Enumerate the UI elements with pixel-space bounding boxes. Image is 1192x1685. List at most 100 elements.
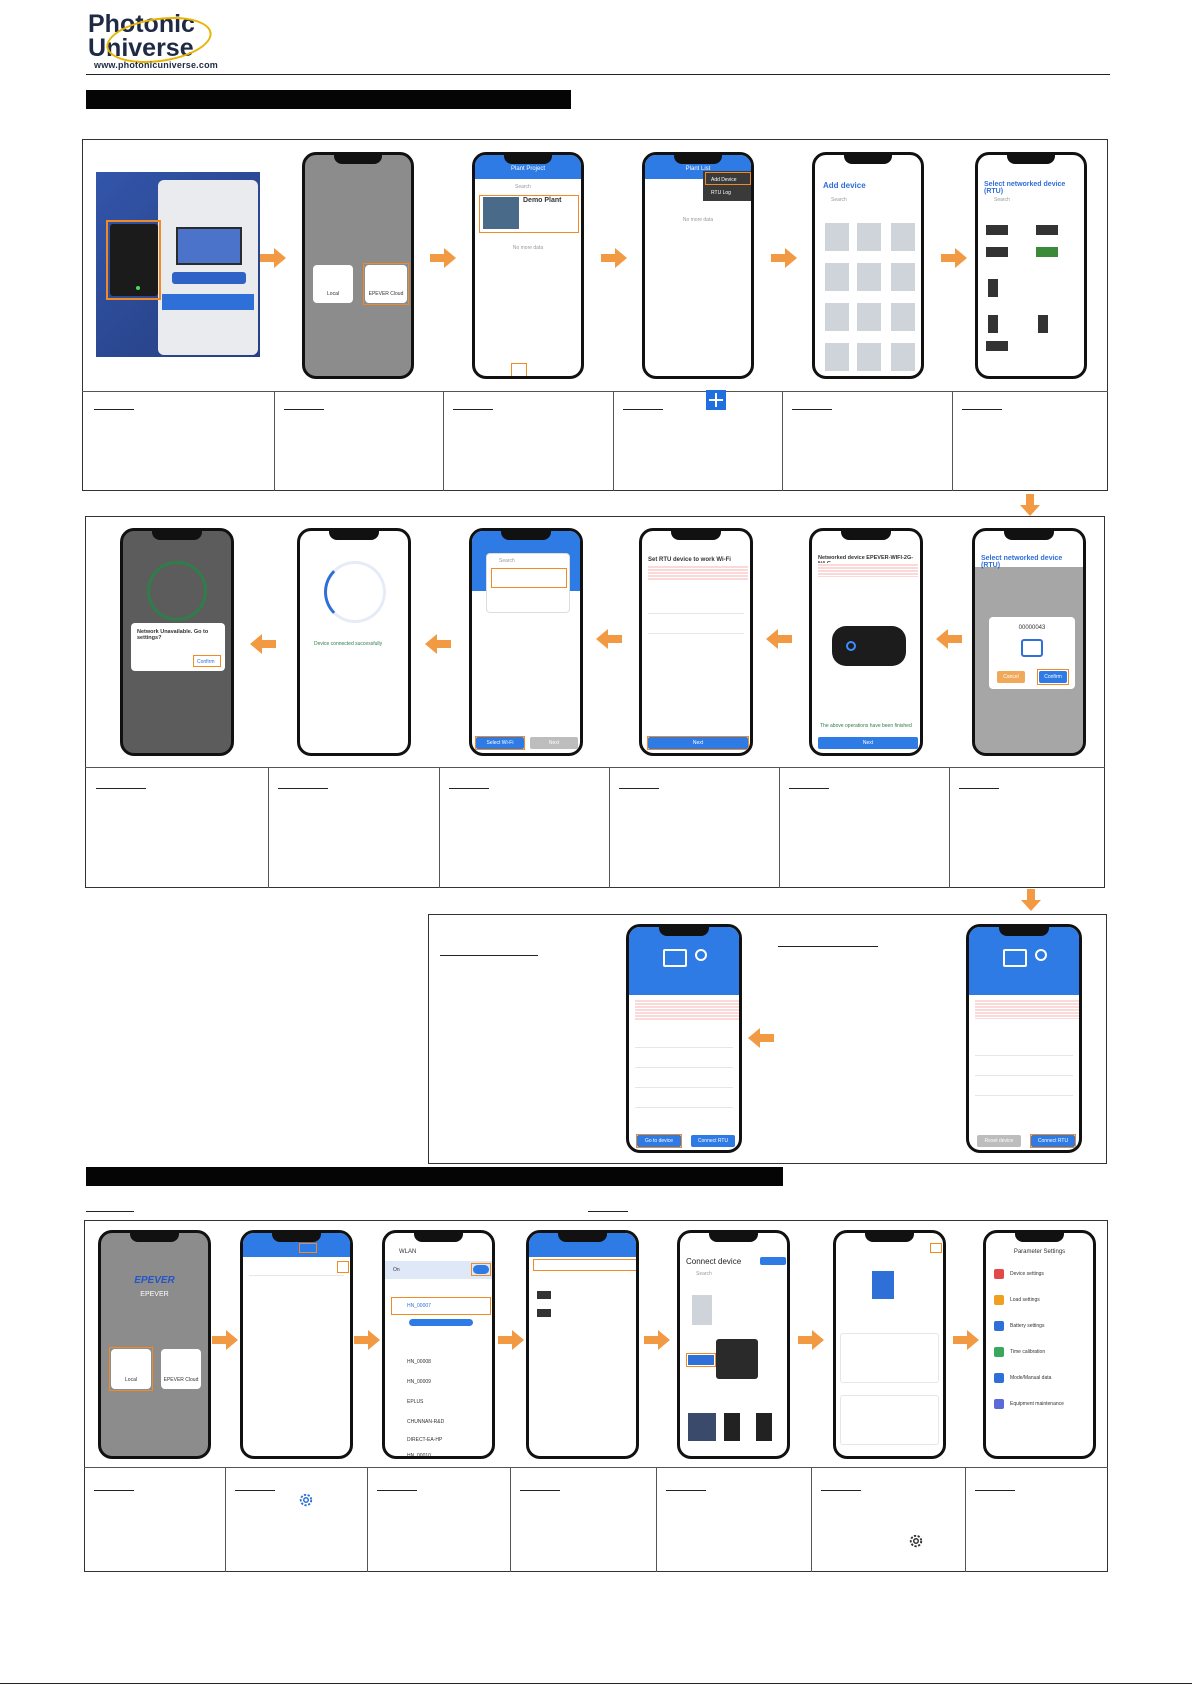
step-label-line [278, 788, 328, 789]
step-label-line [619, 788, 659, 789]
caption-divider [367, 1467, 368, 1572]
monitor-icon [663, 949, 687, 967]
step-label-line [778, 946, 878, 947]
caption-divider [443, 391, 444, 491]
menu-item[interactable]: Device settings [1010, 1271, 1044, 1277]
wlan-network[interactable]: HN_00009 [407, 1379, 431, 1385]
controller-buttons [172, 272, 246, 284]
wlan-network[interactable]: HN_00010 [407, 1453, 431, 1459]
step-label-line [440, 955, 538, 956]
device-thumb [872, 1271, 894, 1299]
arrow-right-icon [354, 1330, 380, 1350]
menu-item[interactable]: Battery settings [1010, 1323, 1045, 1329]
menu-item[interactable]: Time calibration [1010, 1349, 1046, 1355]
footer-divider [0, 1683, 1192, 1684]
rtu-device-image [832, 626, 906, 666]
progress-ring [147, 561, 207, 621]
local-card[interactable]: Local [313, 265, 353, 303]
highlight-box [299, 1243, 317, 1253]
device-thumb [688, 1355, 714, 1365]
highlight-box [636, 1134, 682, 1148]
highlight-box [475, 736, 525, 750]
go-to-device-button[interactable]: Go to device [637, 1135, 681, 1147]
search-input[interactable]: Search [831, 197, 847, 203]
step-label-line [94, 409, 134, 410]
controller-photo [96, 172, 260, 357]
arrow-left-icon [425, 634, 451, 654]
phone-select-rtu: Select networked device (RTU) Search [975, 152, 1087, 379]
next-button[interactable]: Next [530, 737, 578, 749]
wlan-network[interactable]: HN_00007 [407, 1303, 431, 1309]
wlan-network[interactable]: EPLUS [407, 1399, 424, 1405]
confirm-button[interactable]: Confirm [1039, 671, 1067, 683]
menu-item[interactable]: Equipment maintenance [1010, 1401, 1064, 1407]
step-label-line [666, 1490, 706, 1491]
cancel-button[interactable]: Cancel [997, 671, 1025, 683]
dialog-confirm[interactable]: Confirm [197, 659, 215, 665]
menu-item[interactable]: Mode/Manual data [1010, 1375, 1052, 1381]
caption-divider [811, 1467, 812, 1572]
device-thumb [891, 223, 915, 251]
search-input[interactable]: Search [994, 197, 1010, 203]
select-wifi-button[interactable]: Select Wi-Fi [476, 737, 524, 749]
user-icon [695, 949, 707, 961]
plant-name: Demo Plant [523, 197, 562, 204]
highlight-box [1030, 1134, 1076, 1148]
phone-local-chooser: EPEVER EPEVER Local EPEVER Cloud [98, 1230, 211, 1459]
code-dialog: 00000043 Cancel Confirm [989, 617, 1075, 689]
menu-item[interactable]: Load settings [1010, 1297, 1040, 1303]
row-1-caption-divider [82, 391, 1108, 392]
gear-icon [907, 1532, 925, 1550]
phone-confirm-code: Select networked device (RTU) 00000043 C… [972, 528, 1086, 756]
connect-rtu-button[interactable]: Connect RTU [1031, 1135, 1075, 1147]
device-settings-icon [994, 1269, 1004, 1279]
highlight-box [391, 1297, 491, 1315]
screen-heading: Set RTU device to work Wi-Fi [648, 557, 731, 563]
reset-device-button[interactable]: Reset device [977, 1135, 1021, 1147]
highlight-box [511, 363, 527, 376]
cloud-card[interactable]: EPEVER Cloud [161, 1349, 201, 1389]
search-input[interactable]: Search [696, 1271, 712, 1277]
brand-website: www.photonicuniverse.com [94, 60, 218, 70]
wlan-on-label: On [393, 1267, 400, 1273]
menu-add-device[interactable]: Add Device [711, 177, 737, 183]
device-thumb [688, 1413, 716, 1441]
connect-rtu-button[interactable]: Connect RTU [691, 1135, 735, 1147]
cloud-card[interactable]: EPEVER Cloud [365, 265, 407, 303]
no-more-data: No more data [512, 245, 544, 251]
monitor-icon [1003, 949, 1027, 967]
search-input[interactable]: Search [515, 184, 531, 190]
arrow-right-icon [798, 1330, 824, 1350]
search-input[interactable]: Search [499, 558, 515, 564]
rtu-thumb [1036, 225, 1058, 235]
rtu-thumb [986, 247, 1008, 257]
row-4-caption-divider [84, 1467, 1108, 1468]
epever-subtitle: EPEVER [140, 1291, 169, 1298]
wifi-popup: Search [486, 553, 570, 613]
battery-settings-icon [994, 1321, 1004, 1331]
warning-text [975, 999, 1079, 1019]
finished-status: The above operations have been finished [820, 723, 912, 729]
menu-rtu-log[interactable]: RTU Log [711, 190, 731, 196]
step-label-line [377, 1490, 417, 1491]
phone-connect-device: Connect device Search [677, 1230, 790, 1459]
wlan-network[interactable]: DIRECT-EA-HP [407, 1437, 443, 1443]
caption-divider [609, 767, 610, 888]
wlan-toggle[interactable] [473, 1265, 489, 1274]
wlan-network[interactable]: HN_00008 [407, 1359, 431, 1365]
device-thumb [537, 1291, 551, 1299]
wlan-network[interactable]: CHUNNAN-R&D [407, 1419, 445, 1425]
next-button[interactable]: Next [648, 737, 748, 749]
local-card[interactable]: Local [111, 1349, 151, 1389]
arrow-right-icon [260, 248, 286, 268]
connect-button[interactable] [409, 1319, 473, 1326]
screen-heading: Select networked device (RTU) [981, 555, 1063, 569]
device-thumb [891, 263, 915, 291]
device-thumb [724, 1413, 740, 1441]
connect-toggle[interactable] [760, 1257, 786, 1265]
arrow-left-icon [250, 634, 276, 654]
phone-local-device-list [240, 1230, 353, 1459]
phone-select-wifi: Search Select Wi-Fi Next [469, 528, 583, 756]
next-button[interactable]: Next [818, 737, 918, 749]
highlight-box [109, 1347, 153, 1391]
